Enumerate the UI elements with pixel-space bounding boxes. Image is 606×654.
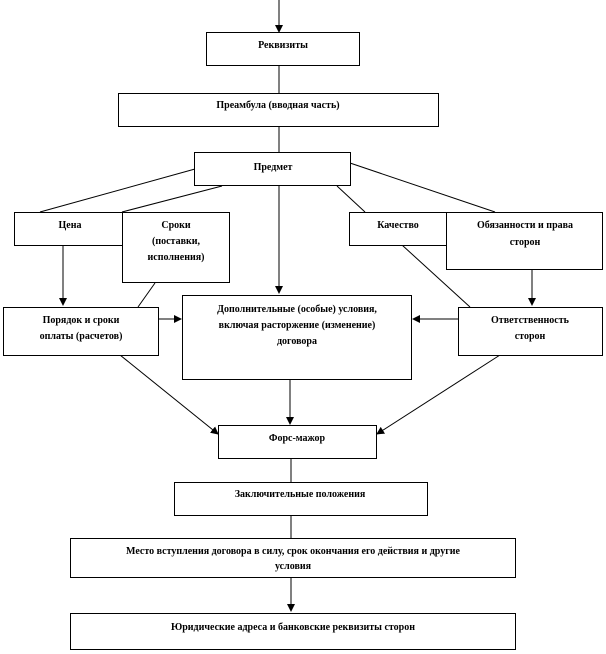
node-adresa: Юридические адреса и банковские реквизит… [70, 613, 516, 650]
node-adresa-label: Юридические адреса и банковские реквизит… [171, 622, 415, 633]
node-dopolnitelnye: Дополнительные (особые) условия, включая… [182, 295, 412, 380]
node-otvetstvennost-label-line2: сторон [515, 331, 546, 342]
node-mesto-label-line1: Место вступления договора в силу, срок о… [126, 546, 460, 557]
line-kachestvo-otvetstvennost [401, 244, 471, 308]
node-kachestvo-label: Качество [377, 220, 419, 231]
node-poryadok-label-line2: оплаты (расчетов) [40, 331, 123, 342]
node-zaklyuchitelnye: Заключительные положения [174, 482, 428, 516]
node-predmet: Предмет [194, 152, 351, 186]
line-predmet-sroki [121, 185, 223, 213]
line-predmet-cena [39, 168, 196, 213]
node-sroki-label-line3: исполнения) [148, 252, 205, 263]
node-rekvizity-label: Реквизиты [258, 40, 308, 51]
node-dopolnitelnye-label-line1: Дополнительные (особые) условия, [217, 304, 377, 315]
node-sroki-label-line2: (поставки, [152, 236, 200, 247]
line-predmet-kachestvo [336, 185, 366, 213]
node-mesto: Место вступления договора в силу, срок о… [70, 538, 516, 578]
connectors [39, 0, 536, 612]
line-sroki-poryadok [137, 282, 156, 308]
node-obyazannosti-label-line1: Обязанности и права [477, 220, 573, 231]
arrow-poryadok-forsmazhor [119, 354, 219, 435]
line-predmet-obyazannosti [349, 162, 496, 213]
node-cena: Цена [14, 212, 123, 246]
node-dopolnitelnye-label-line3: договора [277, 336, 317, 347]
node-fors-mazhor: Форс-мажор [218, 425, 377, 459]
node-obyazannosti-label-line2: сторон [510, 237, 541, 248]
node-poryadok-label-line1: Порядок и сроки [43, 315, 120, 326]
node-sroki-label-line1: Сроки [161, 220, 191, 231]
arrow-otvetstvennost-forsmazhor [376, 354, 501, 435]
node-otvetstvennost-label-line1: Ответственность [491, 315, 570, 326]
node-preambula-label: Преамбула (вводная часть) [216, 100, 339, 111]
node-dopolnitelnye-label-line2: включая расторжение (изменение) [219, 320, 376, 331]
node-poryadok: Порядок и сроки оплаты (расчетов) [3, 307, 159, 356]
node-preambula: Преамбула (вводная часть) [118, 93, 439, 127]
node-predmet-label: Предмет [254, 162, 293, 173]
node-cena-label: Цена [59, 220, 82, 231]
node-rekvizity: Реквизиты [206, 32, 360, 66]
node-kachestvo: Качество [349, 212, 447, 246]
node-otvetstvennost: Ответственность сторон [458, 307, 603, 356]
node-sroki: Сроки (поставки, исполнения) [122, 212, 230, 283]
node-obyazannosti: Обязанности и права сторон [446, 212, 603, 270]
node-mesto-label-line2: условия [275, 561, 312, 572]
node-zaklyuchitelnye-label: Заключительные положения [235, 489, 366, 500]
node-fors-mazhor-label: Форс-мажор [269, 433, 326, 444]
